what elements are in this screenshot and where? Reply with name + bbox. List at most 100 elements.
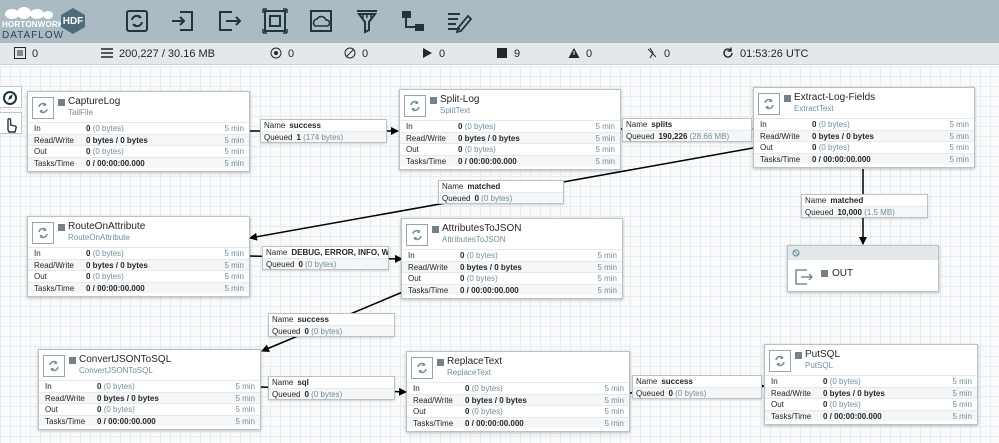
- stat-count: 0: [465, 407, 470, 416]
- stat-count: 0: [458, 145, 463, 154]
- stopped-state-icon: [69, 357, 76, 364]
- stat-label: Read/Write: [406, 133, 446, 143]
- connection-name: success: [289, 121, 321, 130]
- stat-value: 0 / 00:00:00.000: [812, 154, 871, 165]
- label-icon[interactable]: [444, 6, 474, 36]
- stat-window: 5 min: [235, 382, 255, 391]
- stat-count: 0: [823, 377, 828, 386]
- stat-value: 0 (0 bytes): [86, 123, 124, 134]
- processor-name: CaptureLog: [68, 96, 121, 107]
- stat-size: (0 bytes): [103, 382, 135, 391]
- stat-value: 0 (0 bytes): [460, 250, 498, 261]
- stat-value: 0 / 00:00:00.000: [465, 418, 524, 429]
- processor-name: ReplaceText: [447, 356, 503, 367]
- stat-value: 0 (0 bytes): [86, 146, 124, 157]
- stat-size: (0 bytes): [818, 143, 850, 152]
- processor-icon[interactable]: [122, 6, 152, 36]
- stat-count: 0: [460, 251, 465, 260]
- processor-icon: [758, 93, 780, 115]
- connection-queued-label: Queued: [636, 389, 665, 398]
- stat-value: 0 bytes / 0 bytes: [465, 395, 527, 406]
- stat-count: 0 / 00:00:00.000: [458, 156, 517, 166]
- funnel-icon[interactable]: [352, 6, 382, 36]
- stat-label: In: [408, 251, 415, 260]
- template-icon[interactable]: [398, 6, 428, 36]
- processor-name: ConvertJSONToSQL: [79, 354, 172, 365]
- stat-count: 0: [460, 274, 465, 283]
- processor-type: PutSQL: [805, 361, 834, 370]
- invalid-value: 0: [586, 48, 593, 60]
- disabled-stat: 0: [646, 47, 670, 60]
- process-group-icon[interactable]: [260, 6, 290, 36]
- stat-count: 0 bytes / 0 bytes: [458, 133, 520, 143]
- warning-icon: [568, 48, 580, 58]
- stat-label: Tasks/Time: [408, 285, 449, 295]
- connection-queued-label: Queued: [264, 133, 293, 142]
- stat-count: 0 / 00:00:00.000: [812, 154, 871, 164]
- play-icon: [423, 48, 432, 58]
- hdf-badge: HDF: [59, 7, 87, 35]
- stat-label: Read/Write: [45, 393, 85, 403]
- output-port-icon[interactable]: [214, 6, 244, 36]
- processor-icon: [411, 357, 433, 379]
- connection-name-label: Name: [264, 121, 286, 130]
- navigate-button[interactable]: [0, 86, 22, 108]
- processor-name: Extract-Log-Fields: [794, 92, 876, 103]
- remote-process-group-icon[interactable]: [306, 6, 336, 36]
- stat-value: 0 bytes / 0 bytes: [86, 135, 148, 146]
- last-refresh-stat[interactable]: 01:53:26 UTC: [722, 47, 808, 60]
- stopped-state-icon: [784, 95, 791, 102]
- stat-count: 0 / 00:00:00.000: [97, 416, 156, 426]
- stat-label: In: [34, 124, 41, 133]
- connection-queued-size: (0 bytes): [311, 327, 343, 336]
- connection-name: matched: [467, 182, 501, 191]
- stat-value: 0 (0 bytes): [460, 273, 498, 284]
- connection-queued-size: (0 bytes): [675, 389, 707, 398]
- connection-name: success: [297, 315, 329, 324]
- output-port-out[interactable]: OUT: [787, 245, 939, 292]
- connection-queued-size: (0 bytes): [481, 194, 513, 203]
- stat-count: 0 / 00:00:00.000: [465, 418, 524, 428]
- input-port-icon[interactable]: [168, 6, 198, 36]
- stat-label: Read/Write: [408, 262, 448, 272]
- stat-label: In: [45, 382, 52, 391]
- stopped-state-icon: [437, 359, 444, 366]
- stat-label: Read/Write: [771, 388, 811, 398]
- stopped-state-icon: [795, 352, 802, 359]
- active-threads-value: 0: [32, 48, 39, 60]
- stat-size: (0 bytes): [466, 251, 498, 260]
- stat-window: 5 min: [235, 405, 255, 414]
- operate-button[interactable]: [0, 112, 22, 134]
